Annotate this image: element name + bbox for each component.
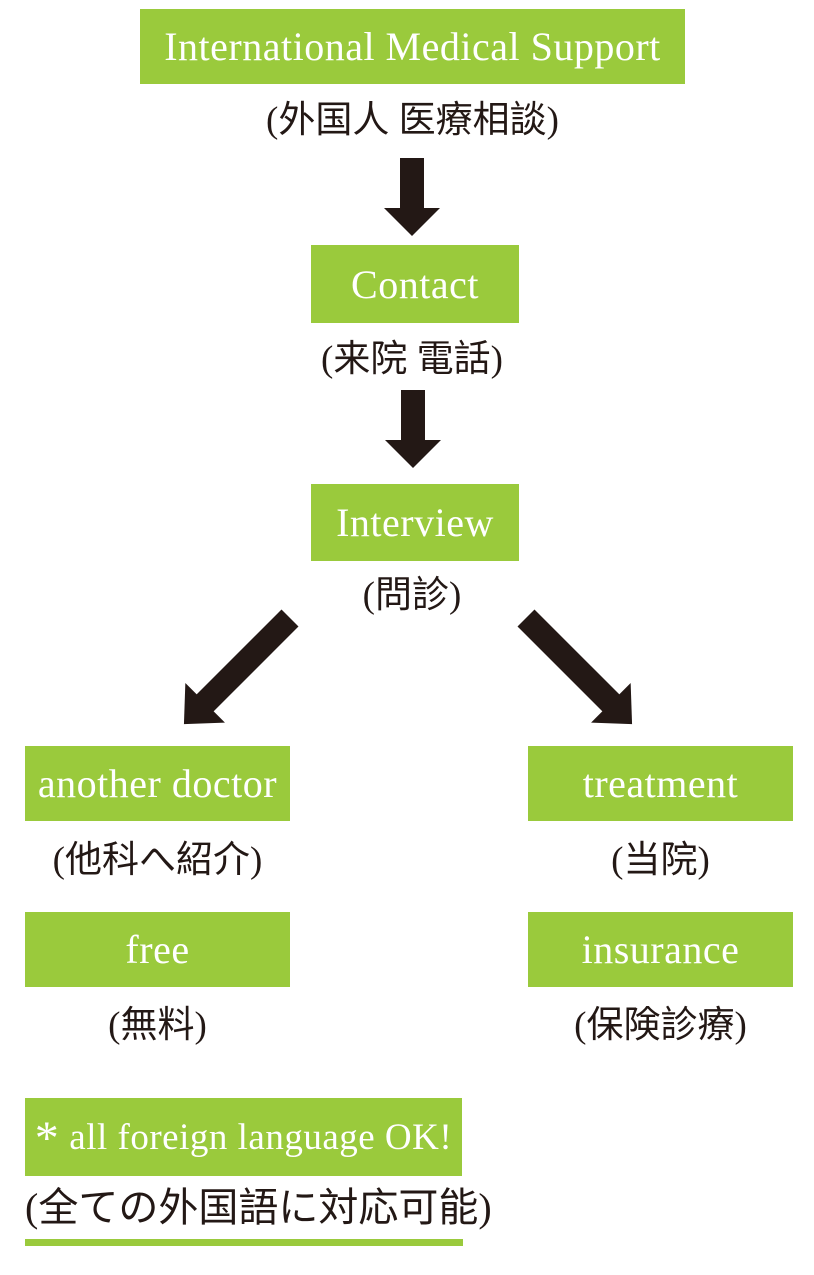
caption-interview: (問診) bbox=[362, 575, 462, 616]
down-arrow-2-icon bbox=[385, 390, 441, 468]
caption-insurance: (保険診療) bbox=[574, 1005, 747, 1046]
caption-free: (無料) bbox=[108, 1005, 207, 1046]
caption-another-doctor: (他科へ紹介) bbox=[52, 840, 263, 881]
node-free: free bbox=[25, 912, 290, 987]
branch-right-arrow-icon bbox=[517, 609, 633, 725]
node-title-label: International Medical Support bbox=[164, 24, 661, 69]
node-interview: Interview bbox=[311, 484, 519, 561]
node-insurance: insurance bbox=[528, 912, 793, 987]
node-contact-label: Contact bbox=[351, 261, 479, 307]
node-interview-label: Interview bbox=[336, 500, 494, 545]
node-all-foreign-language-ok: * all foreign language OK! bbox=[25, 1098, 462, 1176]
node-note-label: all foreign language OK! bbox=[69, 1116, 453, 1158]
node-insurance-label: insurance bbox=[581, 927, 740, 972]
node-treatment-label: treatment bbox=[582, 761, 739, 806]
node-free-label: free bbox=[125, 927, 190, 972]
down-arrow-1-icon bbox=[384, 158, 440, 236]
node-another-doctor: another doctor bbox=[25, 746, 290, 821]
node-treatment: treatment bbox=[528, 746, 793, 821]
green-underline bbox=[25, 1239, 463, 1246]
caption-international-medical-support: (外国人 医療相談) bbox=[266, 100, 559, 141]
caption-contact: (来院 電話) bbox=[321, 339, 503, 380]
node-contact: Contact bbox=[311, 245, 519, 323]
caption-all-foreign-language: (全ての外国語に対応可能) bbox=[25, 1185, 492, 1230]
node-another-doctor-label: another doctor bbox=[37, 761, 278, 806]
node-international-medical-support: International Medical Support bbox=[140, 9, 685, 84]
branch-left-arrow-icon bbox=[183, 609, 299, 725]
caption-treatment: (当院) bbox=[611, 840, 710, 881]
